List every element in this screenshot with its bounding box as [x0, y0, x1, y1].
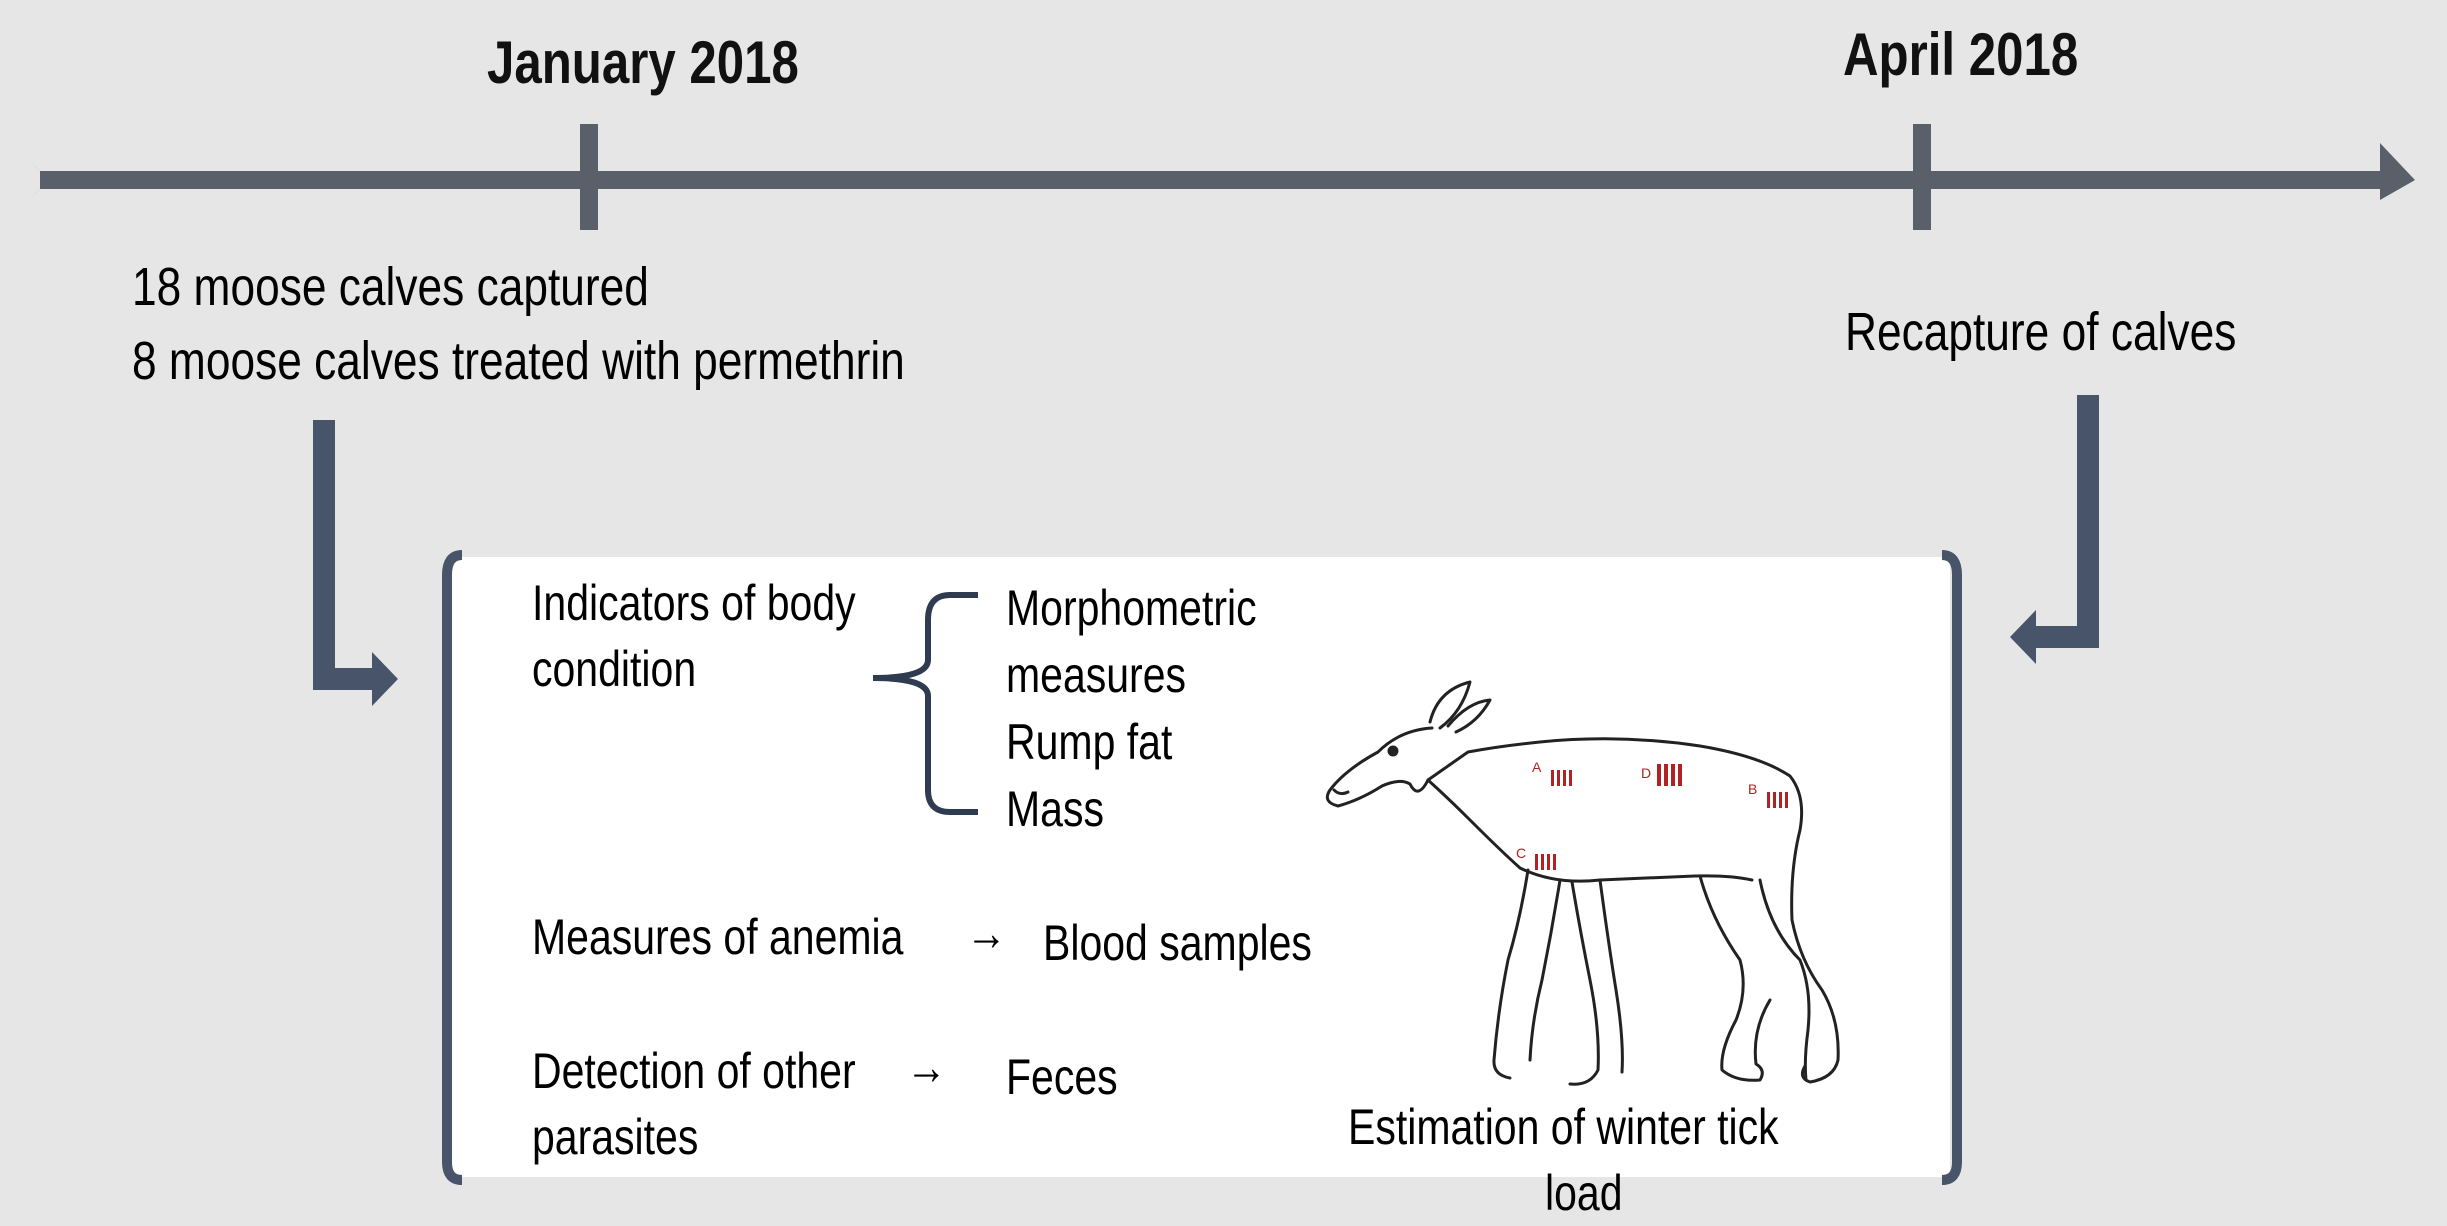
body-condition-label-line2: condition	[532, 636, 696, 702]
parasites-label-line2: parasites	[532, 1104, 698, 1170]
tick-zone-c-label: C	[1516, 845, 1526, 861]
recapture-event: Recapture of calves	[1845, 295, 2236, 369]
parasites-label-line1: Detection of other	[532, 1038, 856, 1104]
timeline-bar	[40, 171, 2390, 189]
tick-zone-b-label: B	[1748, 781, 1757, 797]
tick-april	[1913, 124, 1931, 230]
body-condition-item-morphometric: Morphometric	[1006, 575, 1257, 641]
body-condition-item-measures: measures	[1006, 642, 1186, 708]
tick-load-caption-line2: load	[1545, 1160, 1623, 1226]
date-january: January 2018	[487, 28, 799, 97]
parasites-result: Feces	[1006, 1044, 1118, 1110]
left-elbow-arrow	[313, 420, 398, 706]
body-condition-item-mass: Mass	[1006, 776, 1104, 842]
right-elbow-arrow	[2010, 395, 2099, 664]
treatment-event: 8 moose calves treated with permethrin	[132, 324, 905, 398]
date-april: April 2018	[1843, 20, 2078, 89]
tick-january	[580, 124, 598, 230]
anemia-arrow: →	[966, 900, 1007, 966]
parasites-arrow: →	[906, 1034, 947, 1100]
capture-event: 18 moose calves captured	[132, 250, 649, 324]
anemia-result: Blood samples	[1043, 910, 1312, 976]
tick-zone-d-label: D	[1641, 765, 1651, 781]
body-condition-item-rump-fat: Rump fat	[1006, 709, 1172, 775]
tick-zone-a-label: A	[1532, 759, 1542, 775]
timeline-axis	[28, 124, 2415, 230]
timeline-arrowhead	[2380, 143, 2415, 200]
anemia-label: Measures of anemia	[532, 904, 903, 970]
body-condition-label-line1: Indicators of body	[532, 570, 856, 636]
tick-load-caption-line1: Estimation of winter tick	[1348, 1094, 1779, 1160]
